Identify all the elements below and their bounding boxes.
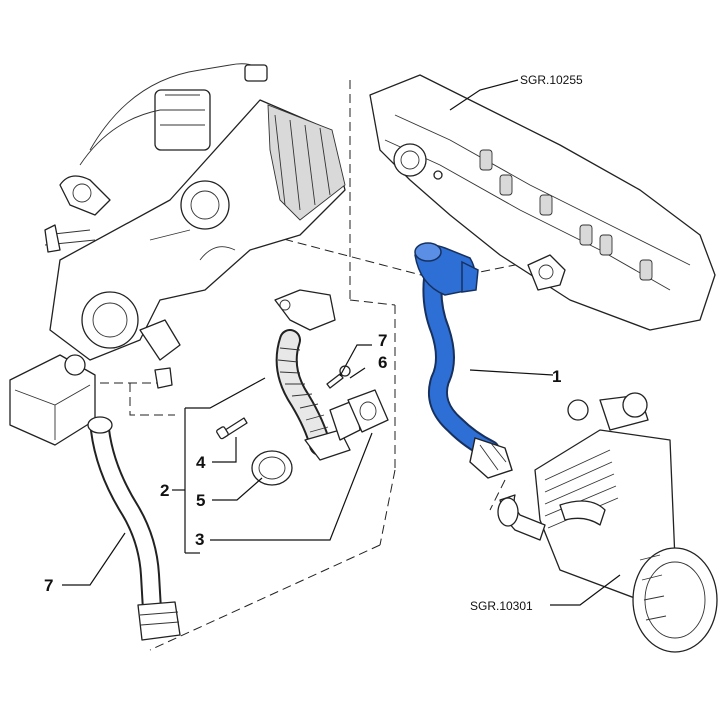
small-parts (216, 365, 389, 486)
bolt-part-4 (216, 417, 248, 440)
callout-2: 2 (160, 481, 169, 500)
corrugated-pipe-part-2 (274, 289, 361, 461)
reference-top: SGR.10255 (520, 73, 583, 87)
callout-3: 3 (195, 530, 204, 549)
reference-bottom: SGR.10301 (470, 599, 533, 613)
callout-4: 4 (196, 453, 206, 472)
callout-bracket-2 (172, 377, 266, 554)
hose-part-7-left (87, 416, 181, 641)
reference-labels: SGR.10255 SGR.10301 (470, 73, 583, 613)
leader-lines (62, 79, 621, 606)
oil-cooler-housing (497, 392, 718, 653)
callout-labels: 1 2 3 4 5 6 7 7 (44, 331, 561, 595)
gasket-part-3 (347, 389, 389, 433)
callout-6: 6 (378, 353, 387, 372)
callout-7-left: 7 (44, 576, 53, 595)
intake-manifold (369, 74, 716, 331)
callout-1: 1 (552, 367, 561, 386)
washer-part-5 (251, 450, 293, 486)
egr-valve-assembly (44, 63, 346, 361)
hose-part-1-highlighted (414, 242, 513, 479)
callout-7-top: 7 (378, 331, 387, 350)
manifold-ports (479, 149, 653, 281)
callout-5: 5 (196, 491, 205, 510)
bolt-part-7-top (326, 373, 344, 389)
